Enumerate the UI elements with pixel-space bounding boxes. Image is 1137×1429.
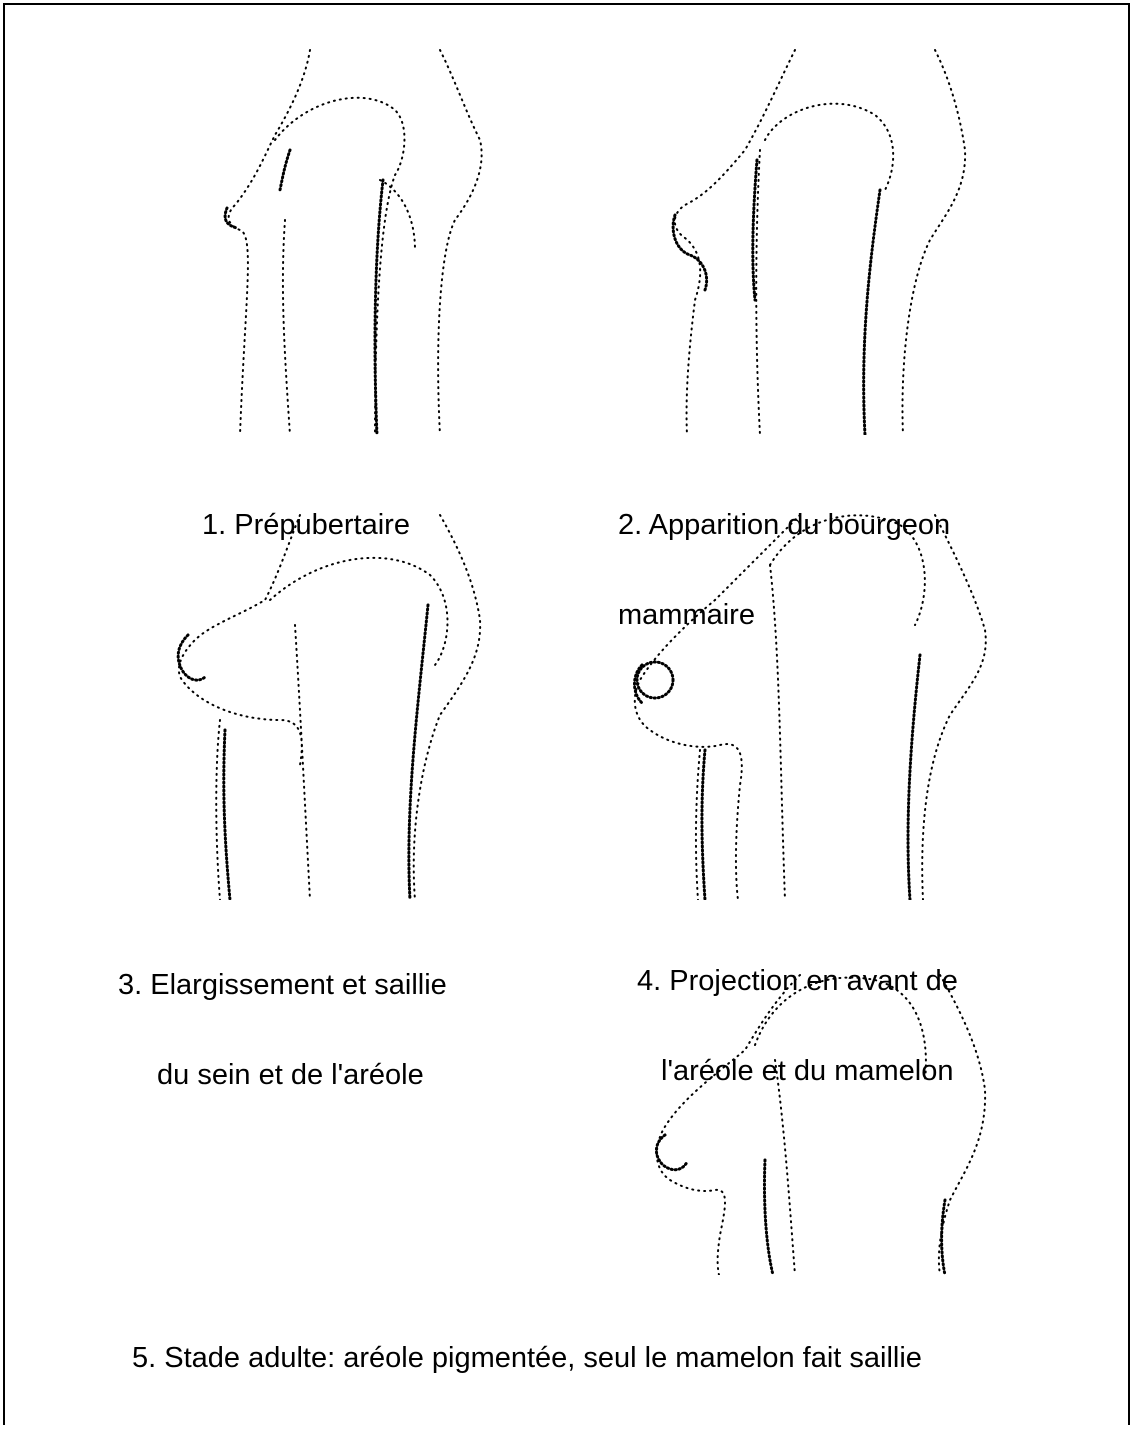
stage-5-caption-line: 5. Stade adulte: aréole pigmentée, seul …	[132, 1343, 922, 1373]
stage-4-illustration	[630, 505, 990, 900]
stage-5-caption: 5. Stade adulte: aréole pigmentée, seul …	[132, 1283, 922, 1403]
stage-5-illustration	[645, 970, 990, 1275]
stage-3-illustration	[170, 505, 490, 900]
stage-3-caption-line: du sein et de l'aréole	[118, 1060, 447, 1090]
stage-3-caption-line: 3. Elargissement et saillie	[118, 970, 447, 1000]
stage-3-caption: 3. Elargissement et saillie du sein et d…	[118, 910, 447, 1120]
stage-1-illustration	[215, 40, 495, 435]
stage-2-illustration	[665, 40, 975, 435]
